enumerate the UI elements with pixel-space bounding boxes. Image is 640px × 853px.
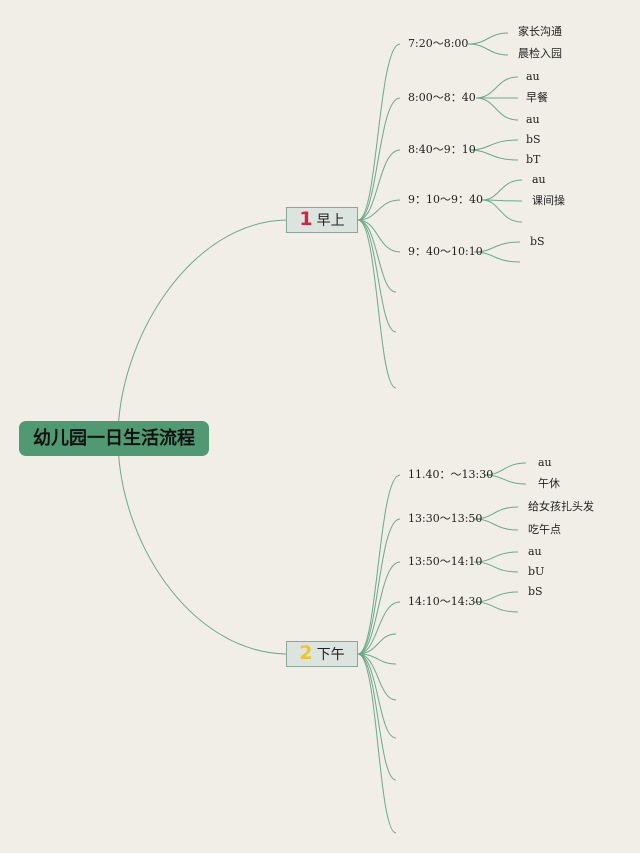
detail-node[interactable]: 早餐 xyxy=(526,91,548,104)
connector-morning-2 xyxy=(357,97,401,221)
connector-afternoon-6 xyxy=(357,653,397,665)
time-node-afternoon-3[interactable]: 13:50～14:10 xyxy=(408,555,483,568)
detail-node[interactable]: 课间操 xyxy=(532,194,565,207)
time-node-morning-1[interactable]: 7:20～8:00 xyxy=(408,37,469,50)
time-node-afternoon-4[interactable]: 14:10～14:30 xyxy=(408,595,483,608)
detail-node[interactable]: 给女孩扎头发 xyxy=(528,500,594,513)
connector-morning-6 xyxy=(357,219,397,293)
connector-afternoon-4 xyxy=(357,601,401,655)
connector-morning-1 xyxy=(357,43,401,221)
connector-root-afternoon xyxy=(117,437,287,655)
detail-node[interactable]: au xyxy=(532,173,546,186)
detail-node[interactable]: bT xyxy=(526,153,541,166)
connector-morning-5 xyxy=(357,219,401,253)
time-node-morning-5[interactable]: 9：40～10:10 xyxy=(408,245,483,258)
time-node-afternoon-1[interactable]: 11.40：～13:30 xyxy=(408,468,494,481)
time-node-morning-4[interactable]: 9：10～9：40 xyxy=(408,193,483,206)
connector-morning-8 xyxy=(357,219,397,389)
root-node[interactable]: 幼儿园一日生活流程 xyxy=(19,421,209,456)
detail-node[interactable]: bS xyxy=(526,133,541,146)
detail-node[interactable]: 午休 xyxy=(538,477,560,490)
connector-root-morning xyxy=(117,219,287,439)
branch-number-afternoon: 2 xyxy=(299,642,313,664)
detail-node[interactable]: bS xyxy=(530,235,545,248)
connector-afternoon-5 xyxy=(357,633,397,655)
detail-node[interactable]: bS xyxy=(528,585,543,598)
connector-afternoon-9 xyxy=(357,653,397,781)
connector-afternoon-3 xyxy=(357,561,401,655)
detail-node[interactable]: au xyxy=(528,545,542,558)
time-node-morning-3[interactable]: 8:40～9：10 xyxy=(408,143,476,156)
detail-node[interactable]: au xyxy=(538,456,552,469)
detail-node[interactable]: au xyxy=(526,70,540,83)
detail-node[interactable]: 家长沟通 xyxy=(518,25,562,38)
connector-afternoon-10 xyxy=(357,653,397,834)
branch-label-afternoon: 下午 xyxy=(316,647,345,663)
connector-morning-3 xyxy=(357,149,401,221)
detail-node[interactable]: bU xyxy=(528,565,545,578)
branch-number-morning: 1 xyxy=(299,208,313,230)
connector-afternoon-7 xyxy=(357,653,397,701)
connector-afternoon-2 xyxy=(357,518,401,655)
connector-afternoon-8 xyxy=(357,653,397,739)
time-node-afternoon-2[interactable]: 13:30～13:50 xyxy=(408,512,483,525)
connector-afternoon-1 xyxy=(357,474,401,655)
detail-node[interactable]: au xyxy=(526,113,540,126)
connector-morning-4 xyxy=(357,199,401,221)
detail-node[interactable]: 吃午点 xyxy=(528,523,561,536)
time-node-morning-2[interactable]: 8:00～8：40 xyxy=(408,91,476,104)
connector-morning-7 xyxy=(357,219,397,333)
branch-label-morning: 早上 xyxy=(316,213,345,229)
detail-node[interactable]: 晨检入园 xyxy=(518,47,562,60)
